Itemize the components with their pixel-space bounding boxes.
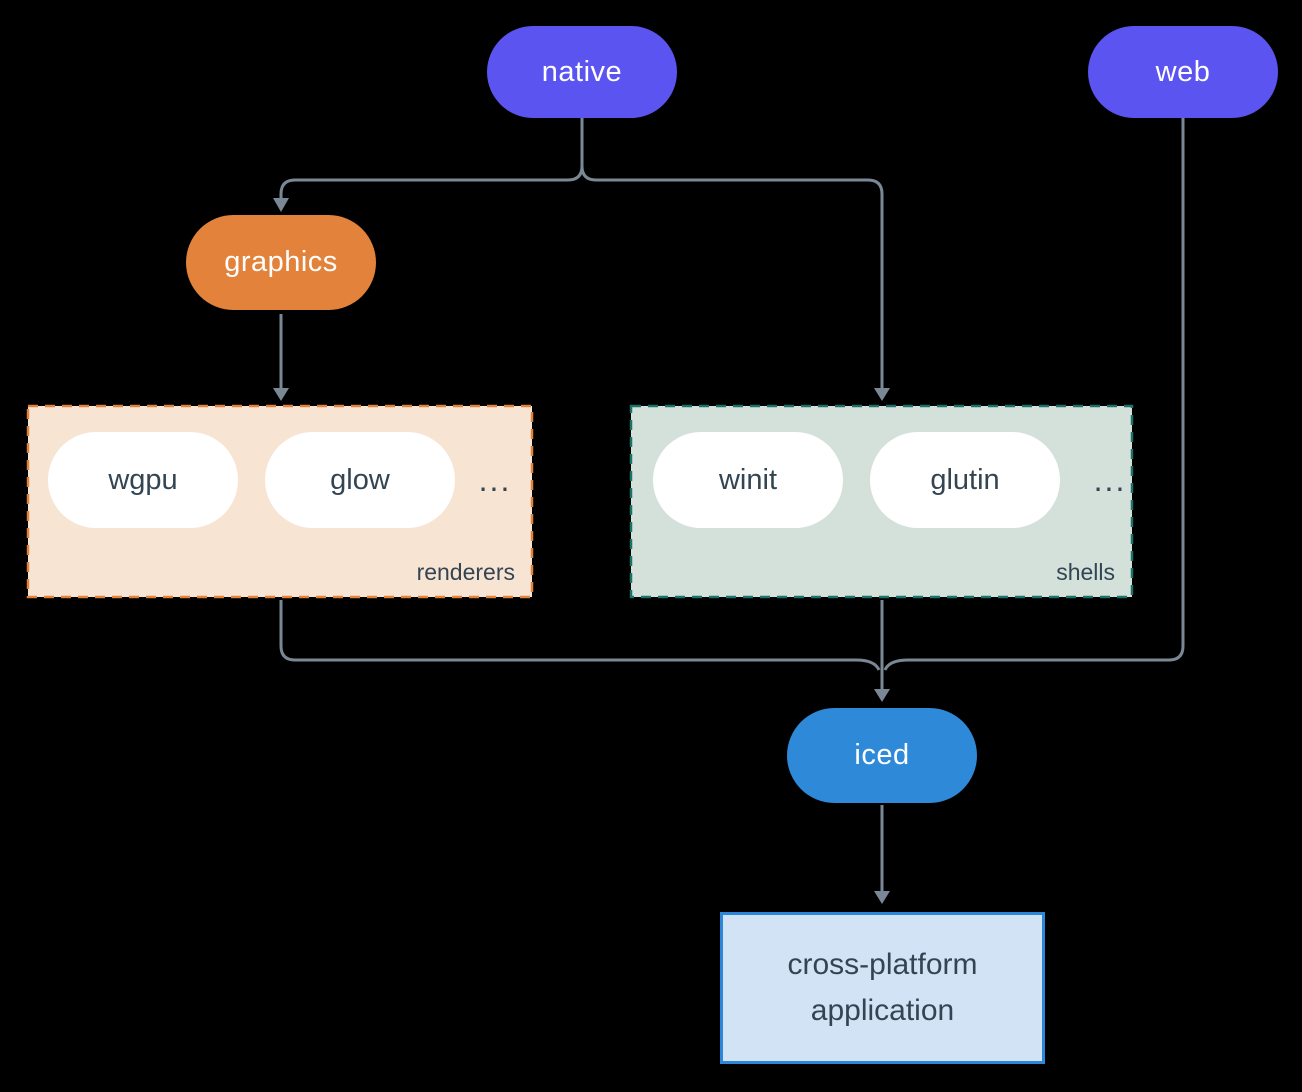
application-label-line1: cross-platform xyxy=(787,948,978,981)
arrowhead-graphics xyxy=(273,198,289,212)
node-graphics-label: graphics xyxy=(224,246,338,278)
edge-renderers-to-iced xyxy=(279,600,881,671)
node-glow: glow xyxy=(265,432,455,528)
node-native-label: native xyxy=(541,55,623,88)
arrowhead-application xyxy=(874,891,890,904)
group-shells: winit glutin ... shells xyxy=(630,405,1133,598)
node-web: web xyxy=(1088,26,1278,118)
node-wgpu: wgpu xyxy=(48,432,238,528)
node-native: native xyxy=(487,26,677,118)
node-glutin: glutin xyxy=(870,432,1060,528)
edge-web-to-iced xyxy=(883,118,1185,671)
node-web-label: web xyxy=(1155,55,1211,88)
edge-native-to-graphics xyxy=(279,118,584,198)
node-winit: winit xyxy=(653,432,843,528)
group-renderers: wgpu glow ... renderers xyxy=(27,405,533,598)
node-glutin-label: glutin xyxy=(930,463,1000,496)
node-application: cross-platform application xyxy=(720,912,1045,1064)
shells-ellipsis: ... xyxy=(1093,461,1127,498)
edge-native-to-shells xyxy=(580,118,884,388)
renderers-ellipsis: ... xyxy=(478,461,512,498)
node-graphics: graphics xyxy=(186,215,376,310)
arrowhead-iced xyxy=(874,689,890,702)
arrowhead-shells xyxy=(874,388,890,401)
arrowhead-renderers xyxy=(273,388,289,401)
node-winit-label: winit xyxy=(718,463,777,496)
node-wgpu-label: wgpu xyxy=(108,463,178,496)
node-iced-label: iced xyxy=(854,739,910,771)
node-glow-label: glow xyxy=(330,463,390,496)
shells-group-label: shells xyxy=(1056,559,1115,585)
renderers-group-label: renderers xyxy=(416,559,515,585)
application-label-line2: application xyxy=(810,994,955,1027)
node-iced: iced xyxy=(787,708,977,803)
